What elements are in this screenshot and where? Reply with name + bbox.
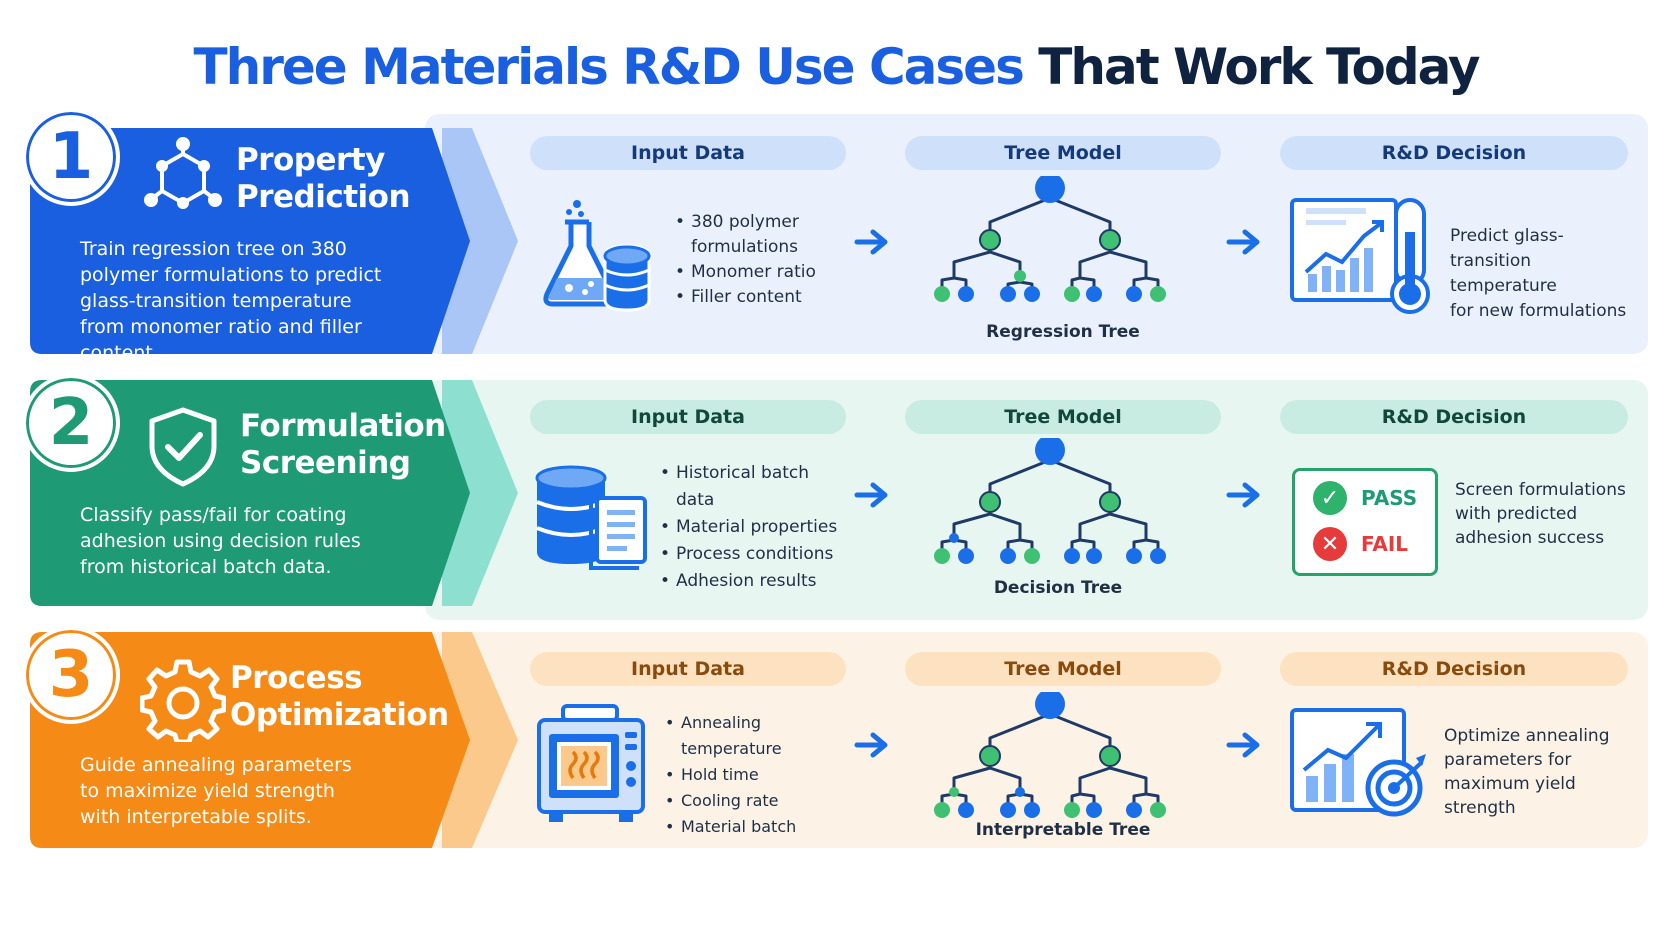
- decision-header: R&D Decision: [1280, 136, 1628, 170]
- step-number: 1: [22, 108, 120, 206]
- decision-text: Optimize annealing parameters for maximu…: [1444, 726, 1610, 818]
- input-data-header: Input Data: [530, 400, 846, 434]
- tree-label: Regression Tree: [986, 322, 1140, 342]
- gear-icon: [140, 659, 226, 742]
- pass-fail-icon: ✓ PASS ✕ FAIL: [1292, 468, 1438, 576]
- list-item: Annealing temperature: [665, 710, 845, 762]
- tree-model-header: Tree Model: [905, 136, 1221, 170]
- input-data-header: Input Data: [530, 136, 846, 170]
- title-part-1: Three Materials R&D Use Cases: [193, 38, 1025, 96]
- banner-shape: [30, 380, 518, 606]
- tree-model-header: Tree Model: [905, 652, 1221, 686]
- input-list: 380 polymer formulations Monomer ratio F…: [675, 210, 835, 310]
- banner-title: Process Optimization: [230, 660, 449, 733]
- decision-header: R&D Decision: [1280, 652, 1628, 686]
- use-case-row-3: 3 Process Optimization Guide annealing p…: [22, 626, 1648, 862]
- decision-tree-diagram: [934, 438, 1166, 564]
- title-part-2: That Work Today: [1038, 38, 1480, 96]
- decision-header: R&D Decision: [1280, 400, 1628, 434]
- input-data-header: Input Data: [530, 652, 846, 686]
- arrow-right-icon: [1226, 229, 1260, 255]
- use-case-row-1: 1 Property Prediction Train regression t…: [22, 108, 1648, 364]
- shield-check-icon: [149, 407, 217, 487]
- step-number: 3: [22, 626, 120, 724]
- list-item: Material properties: [660, 514, 840, 541]
- check-icon: ✓: [1313, 481, 1347, 515]
- molecule-icon: [144, 137, 222, 209]
- step-number: 2: [22, 374, 120, 472]
- arrow-right-icon: [1226, 482, 1260, 508]
- list-item: Historical batch data: [660, 460, 840, 514]
- list-item: Cooling rate: [665, 788, 845, 814]
- banner-description: Classify pass/fail for coating adhesion …: [80, 504, 361, 578]
- chart-target-icon: [1290, 708, 1426, 817]
- tree-model-header: Tree Model: [905, 400, 1221, 434]
- page-title: Three Materials R&D Use Cases That Work …: [0, 38, 1672, 96]
- arrow-right-icon: [1226, 732, 1260, 758]
- input-list: Historical batch data Material propertie…: [660, 460, 840, 595]
- banner-shape: [30, 632, 518, 848]
- pass-indicator: ✓ PASS: [1313, 481, 1417, 515]
- list-item: Hold time: [665, 762, 845, 788]
- list-item: Monomer ratio: [675, 260, 835, 285]
- x-icon: ✕: [1313, 527, 1347, 561]
- database-document-icon: [535, 465, 647, 570]
- use-case-row-2: 2 Formulation Screening Classify pass/fa…: [22, 374, 1648, 620]
- input-list: Annealing temperature Hold time Cooling …: [665, 710, 845, 840]
- banner-title: Property Prediction: [236, 142, 411, 215]
- fail-indicator: ✕ FAIL: [1313, 527, 1408, 561]
- arrow-right-icon: [854, 732, 888, 758]
- list-item: Filler content: [675, 285, 835, 310]
- arrow-right-icon: [854, 229, 888, 255]
- list-item: Process conditions: [660, 541, 840, 568]
- banner-title: Formulation Screening: [240, 408, 446, 481]
- list-item: 380 polymer formulations: [675, 210, 835, 260]
- decision-text: Predict glass- transition temperature fo…: [1450, 226, 1627, 321]
- banner-shape: [30, 128, 518, 354]
- tree-label: Interpretable Tree: [975, 820, 1151, 840]
- regression-tree-diagram: [934, 176, 1166, 302]
- interpretable-tree-diagram: [934, 692, 1166, 818]
- decision-text: Screen formulations with predicted adhes…: [1455, 480, 1626, 548]
- banner-description: Guide annealing parameters to maximize y…: [80, 754, 352, 828]
- furnace-icon: [537, 704, 645, 822]
- banner-description: Train regression tree on 380 polymer for…: [80, 238, 382, 364]
- list-item: Adhesion results: [660, 568, 840, 595]
- list-item: Material batch: [665, 814, 845, 840]
- tree-label: Decision Tree: [993, 578, 1123, 598]
- flask-database-icon: [543, 200, 651, 312]
- chart-thermometer-icon: [1290, 198, 1430, 314]
- arrow-right-icon: [854, 482, 888, 508]
